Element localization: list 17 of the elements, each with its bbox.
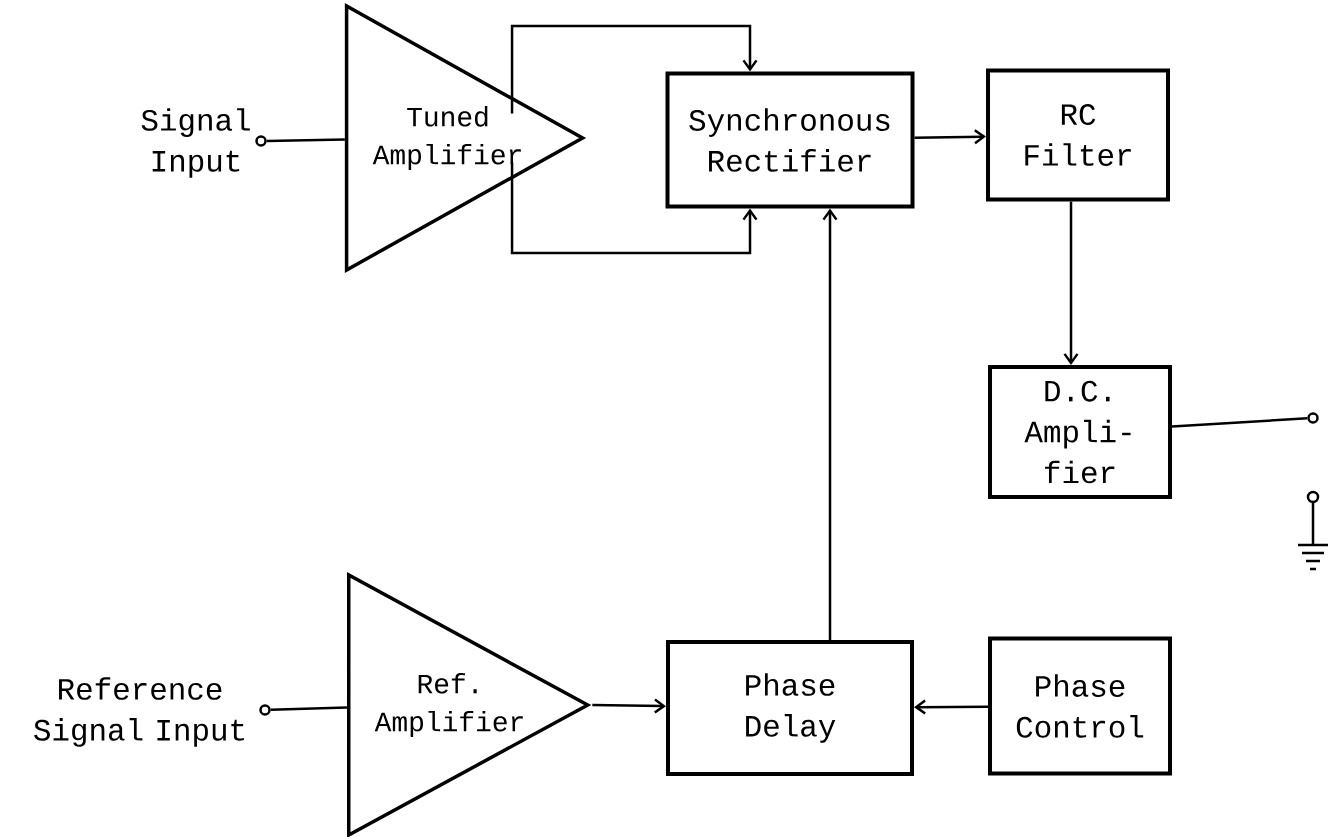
arrow: [914, 699, 988, 715]
arrow: [822, 208, 838, 640]
arrow: [510, 162, 758, 255]
block-box: Phase Control: [988, 636, 1172, 776]
connector-line: [266, 138, 345, 143]
arrow: [1063, 201, 1079, 365]
arrow: [510, 24, 758, 114]
input-label: Signal Input: [141, 108, 250, 178]
block-box: D.C. Ampli- fier: [988, 365, 1172, 499]
arrow: [592, 698, 666, 714]
input-label: Reference Signal Input: [34, 677, 244, 747]
connector-line: [270, 706, 347, 712]
block-box: Phase Delay: [666, 640, 914, 776]
block-box: Synchronous Rectifier: [665, 71, 915, 209]
arrow: [914, 129, 986, 145]
connector-line: [1171, 417, 1308, 428]
block-box: RC Filter: [986, 68, 1170, 202]
